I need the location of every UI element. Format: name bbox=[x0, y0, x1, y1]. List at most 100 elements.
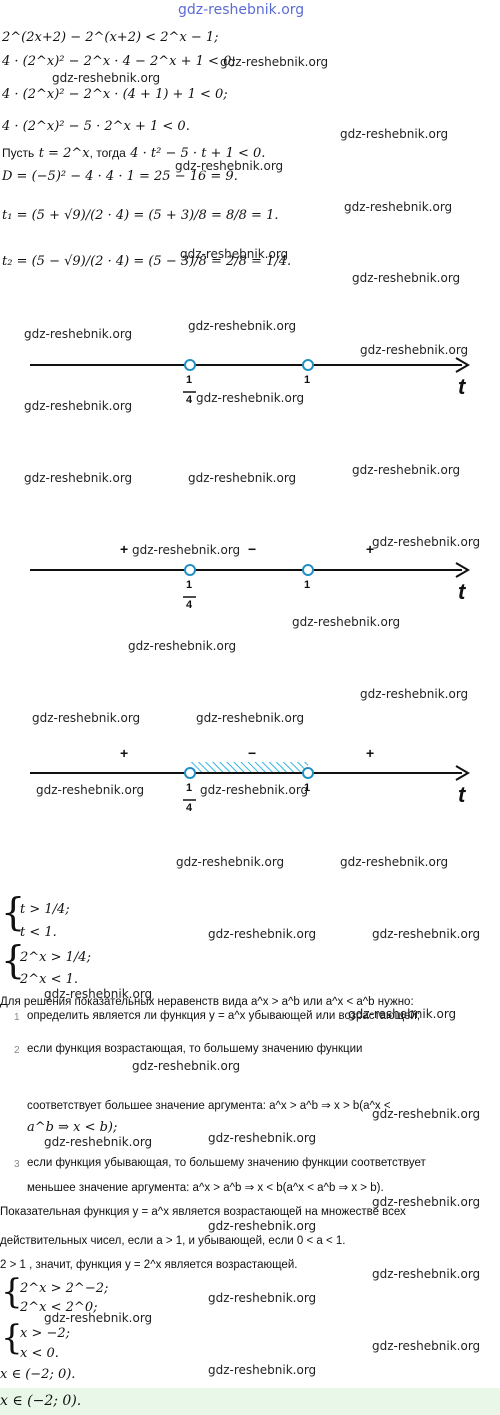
watermark: gdz-reshebnik.org bbox=[220, 55, 329, 69]
substitution-eq: 4 · t² − 5 · t + 1 < 0. bbox=[130, 146, 266, 161]
watermark: gdz-reshebnik.org bbox=[292, 615, 401, 629]
point-one bbox=[302, 767, 314, 779]
paragraph-line-a: Показательная функция y = a^x является в… bbox=[0, 1206, 406, 1218]
watermark: gdz-reshebnik.org bbox=[208, 927, 317, 941]
point-quarter bbox=[184, 564, 196, 576]
rule-3-text-b: меньшее значение аргумента: a^x > a^b ⇒ … bbox=[27, 1182, 384, 1194]
equation-line-1: 2^(2x+2) − 2^(x+2) < 2^x − 1; bbox=[2, 30, 219, 45]
number-line-3 bbox=[30, 762, 470, 801]
axis2-quarter-num: 1 bbox=[186, 579, 193, 591]
axis2-one-label: 1 bbox=[304, 579, 311, 591]
rule-3-number: 3 bbox=[14, 1159, 20, 1170]
watermark: gdz-reshebnik.org bbox=[372, 1107, 481, 1121]
watermark: gdz-reshebnik.org bbox=[32, 711, 141, 725]
system3-line-a: 2^x > 2^−2; bbox=[20, 1281, 109, 1296]
axis3-quarter-num: 1 bbox=[186, 782, 193, 794]
watermark: gdz-reshebnik.org bbox=[196, 391, 305, 405]
system4-line-a: x > −2; bbox=[20, 1326, 71, 1341]
watermark: gdz-reshebnik.org bbox=[348, 1007, 457, 1021]
conclusion-line: 2 > 1 , значит, функция y = 2^x является… bbox=[0, 1259, 298, 1271]
watermark: gdz-reshebnik.org bbox=[208, 1219, 317, 1233]
watermark: gdz-reshebnik.org bbox=[128, 639, 237, 653]
watermark-top: gdz-reshebnik.org bbox=[178, 2, 305, 18]
system-brace-1: { bbox=[1, 890, 26, 934]
equation-line-4: 4 · (2^x)² − 5 · 2^x + 1 < 0. bbox=[2, 119, 190, 134]
watermark: gdz-reshebnik.org bbox=[188, 319, 297, 333]
point-quarter bbox=[184, 767, 196, 779]
watermark: gdz-reshebnik.org bbox=[372, 1339, 481, 1353]
watermark: gdz-reshebnik.org bbox=[176, 855, 285, 869]
watermark: gdz-reshebnik.org bbox=[132, 543, 241, 557]
watermark: gdz-reshebnik.org bbox=[372, 1195, 481, 1209]
paragraph-line-b: действительных чисел, если a > 1, и убыв… bbox=[0, 1235, 346, 1247]
rule-3-text-a: если функция убывающая, то большему знач… bbox=[27, 1157, 426, 1169]
substitution-prefix: Пусть bbox=[2, 146, 35, 160]
watermark: gdz-reshebnik.org bbox=[372, 927, 481, 941]
watermark: gdz-reshebnik.org bbox=[360, 343, 469, 357]
point-quarter bbox=[184, 359, 196, 371]
number-line-1 bbox=[30, 357, 470, 393]
axis3-sign-mid: − bbox=[248, 745, 257, 761]
axis3-t-label: t bbox=[458, 782, 466, 807]
number-line-2 bbox=[30, 562, 470, 598]
root-t2-line: t₂ = (5 − √9)/(2 · 4) = (5 − 3)/8 = 2/8 … bbox=[2, 254, 292, 269]
axis1-quarter-num: 1 bbox=[186, 374, 193, 386]
watermark: gdz-reshebnik.org bbox=[196, 711, 305, 725]
watermark: gdz-reshebnik.org bbox=[36, 783, 145, 797]
watermark: gdz-reshebnik.org bbox=[208, 1291, 317, 1305]
axis3-one-label: 1 bbox=[304, 782, 311, 794]
system3-line-b: 2^x < 2^0; bbox=[20, 1300, 98, 1315]
answer-text: x ∈ (−2; 0). bbox=[0, 1393, 82, 1409]
watermark: gdz-reshebnik.org bbox=[24, 471, 133, 485]
system2-line-a: 2^x > 1/4; bbox=[20, 950, 91, 965]
equation-line-3: 4 · (2^x)² − 2^x · (4 + 1) + 1 < 0; bbox=[2, 87, 228, 102]
discriminant-line: D = (−5)² − 4 · 4 · 1 = 25 − 16 = 9. bbox=[2, 169, 238, 184]
point-one bbox=[302, 564, 314, 576]
watermark: gdz-reshebnik.org bbox=[24, 399, 133, 413]
result-line: x ∈ (−2; 0). bbox=[0, 1367, 76, 1382]
rule-2-text-c: a^b ⇒ x < b); bbox=[27, 1120, 118, 1135]
watermark: gdz-reshebnik.org bbox=[24, 327, 133, 341]
axis2-sign-left: + bbox=[120, 541, 129, 557]
watermark: gdz-reshebnik.org bbox=[188, 471, 297, 485]
axis2-t-label: t bbox=[458, 579, 466, 604]
axis3-sign-right: + bbox=[366, 745, 375, 761]
watermark: gdz-reshebnik.org bbox=[340, 127, 449, 141]
rule-1-text: определить является ли функция y = a^x у… bbox=[27, 1010, 421, 1022]
watermark: gdz-reshebnik.org bbox=[344, 200, 453, 214]
rule-1-number: 1 bbox=[14, 1012, 20, 1023]
system1-line-a: t > 1/4; bbox=[20, 902, 70, 917]
axis3-sign-left: + bbox=[120, 745, 129, 761]
watermark: gdz-reshebnik.org bbox=[360, 687, 469, 701]
axis3-quarter-den: 4 bbox=[186, 802, 193, 814]
watermark: gdz-reshebnik.org bbox=[208, 1363, 317, 1377]
watermark: gdz-reshebnik.org bbox=[52, 71, 161, 85]
watermark: gdz-reshebnik.org bbox=[340, 855, 449, 869]
watermark: gdz-reshebnik.org bbox=[208, 1131, 317, 1145]
watermark: gdz-reshebnik.org bbox=[180, 247, 289, 261]
watermark: gdz-reshebnik.org bbox=[44, 1135, 153, 1149]
watermark: gdz-reshebnik.org bbox=[200, 783, 309, 797]
system-brace-4: { bbox=[1, 1318, 23, 1358]
system1-line-b: t < 1. bbox=[20, 925, 57, 940]
watermark: gdz-reshebnik.org bbox=[372, 535, 481, 549]
axis2-quarter-den: 4 bbox=[186, 599, 193, 611]
watermark: gdz-reshebnik.org bbox=[352, 463, 461, 477]
substitution-text: , тогда bbox=[89, 146, 126, 160]
watermark: gdz-reshebnik.org bbox=[44, 1311, 153, 1325]
axis1-t-label: t bbox=[458, 374, 466, 399]
system2-line-b: 2^x < 1. bbox=[20, 972, 79, 987]
point-one bbox=[302, 359, 314, 371]
axis2-sign-mid: − bbox=[248, 541, 257, 557]
rules-intro: Для решения показательных неравенств вид… bbox=[0, 996, 414, 1008]
axis1-one-label: 1 bbox=[304, 374, 311, 386]
substitution-var: t = 2^x bbox=[38, 146, 90, 161]
watermark: gdz-reshebnik.org bbox=[44, 987, 153, 1001]
watermark: gdz-reshebnik.org bbox=[352, 271, 461, 285]
axis2-sign-right: + bbox=[366, 541, 375, 557]
rule-2-text-a: если функция возрастающая, то большему з… bbox=[27, 1043, 363, 1055]
substitution-line: Пусть t = 2^x, тогда 4 · t² − 5 · t + 1 … bbox=[2, 144, 265, 162]
solution-interval-hatch bbox=[190, 762, 308, 772]
watermark: gdz-reshebnik.org bbox=[175, 159, 284, 173]
watermark: gdz-reshebnik.org bbox=[372, 1267, 481, 1281]
